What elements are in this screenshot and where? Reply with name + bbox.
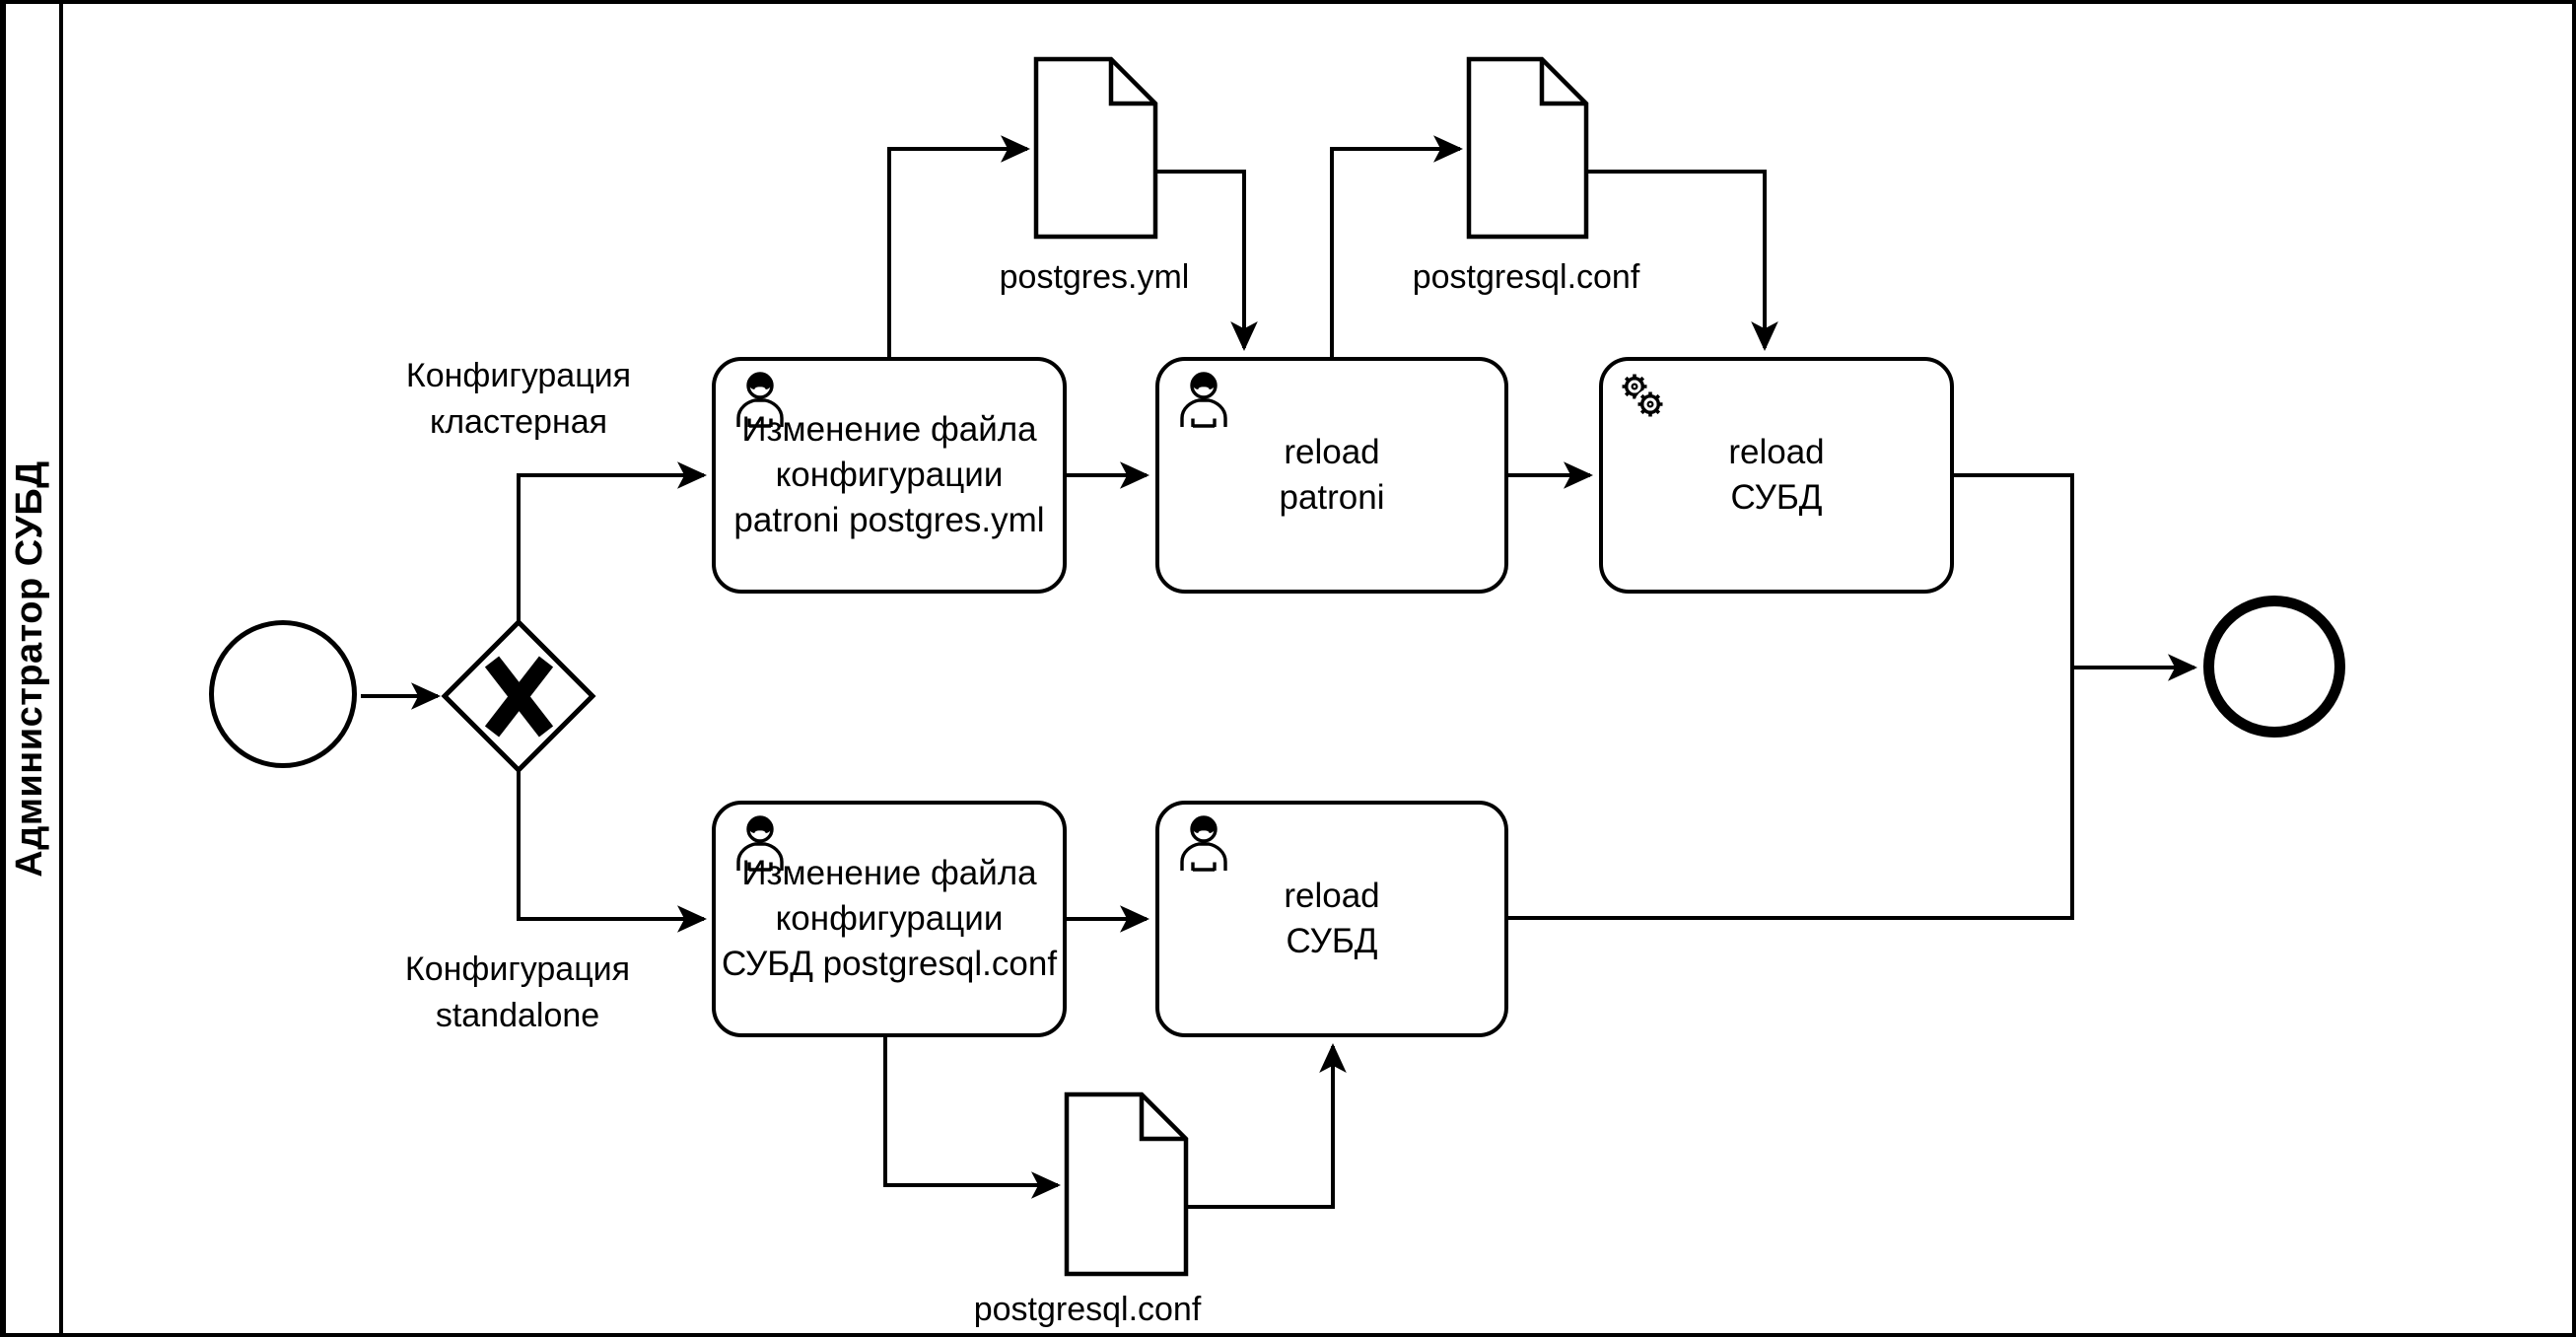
- flow-annotation-standalone: Конфигурация standalone: [404, 950, 631, 1034]
- assoc-reload-patroni-to-postgresql-conf: [1330, 135, 1463, 357]
- assoc-edit-dbms-to-postgresql-conf: [883, 1037, 1061, 1199]
- task-edit-patroni-config: Изменение файла конфигурации patroni pos…: [712, 357, 1067, 594]
- data-object-postgresql-conf-top: [1466, 56, 1589, 240]
- task-label: Изменение файла конфигурации СУБД postgr…: [721, 854, 1058, 983]
- task-reload-dbms-cluster: reload СУБД: [1599, 357, 1954, 594]
- flow-gateway-to-edit-patroni: [517, 461, 707, 622]
- assoc-edit-patroni-to-postgres-yml: [887, 135, 1030, 357]
- flow-gateway-to-edit-dbms: [517, 771, 707, 933]
- lane-title: Администратор СУБД: [8, 459, 50, 878]
- assoc-postgres-yml-to-reload-patroni: [1155, 170, 1258, 351]
- user-task-icon: [1180, 372, 1227, 428]
- task-edit-dbms-config: Изменение файла конфигурации СУБД postgr…: [712, 801, 1067, 1037]
- assoc-postgresql-conf-to-reload-dbms-bottom: [1186, 1043, 1347, 1209]
- data-object-label-postgres-yml: postgres.yml: [999, 258, 1190, 296]
- data-object-postgresql-conf-bottom: [1064, 1091, 1189, 1277]
- data-object-postgres-yml: [1033, 56, 1158, 240]
- data-object-label-postgresql-conf-top: postgresql.conf: [1412, 258, 1640, 296]
- assoc-postgresql-conf-to-reload-dbms: [1587, 170, 1778, 351]
- end-event: [2203, 596, 2345, 738]
- task-label: Изменение файла конфигурации patroni pos…: [733, 410, 1045, 539]
- task-label: reload СУБД: [1284, 877, 1380, 960]
- user-task-icon: [736, 372, 784, 428]
- start-event: [209, 620, 357, 768]
- lane-divider-line: [59, 0, 63, 1337]
- lane-header: Администратор СУБД: [0, 0, 59, 1337]
- exclusive-gateway: [441, 618, 596, 774]
- task-label: reload patroni: [1279, 433, 1385, 517]
- data-object-label-postgresql-conf-bottom: postgresql.conf: [973, 1291, 1202, 1328]
- user-task-icon: [1180, 815, 1227, 872]
- user-task-icon: [736, 815, 784, 872]
- task-label: reload СУБД: [1728, 433, 1825, 517]
- flow-annotation-cluster: Конфигурация кластерная: [405, 357, 632, 441]
- task-reload-patroni: reload patroni: [1155, 357, 1508, 594]
- service-task-icon: [1620, 372, 1666, 420]
- task-reload-dbms-standalone: reload СУБД: [1155, 801, 1508, 1037]
- flow-merge-lines: [1508, 473, 2074, 920]
